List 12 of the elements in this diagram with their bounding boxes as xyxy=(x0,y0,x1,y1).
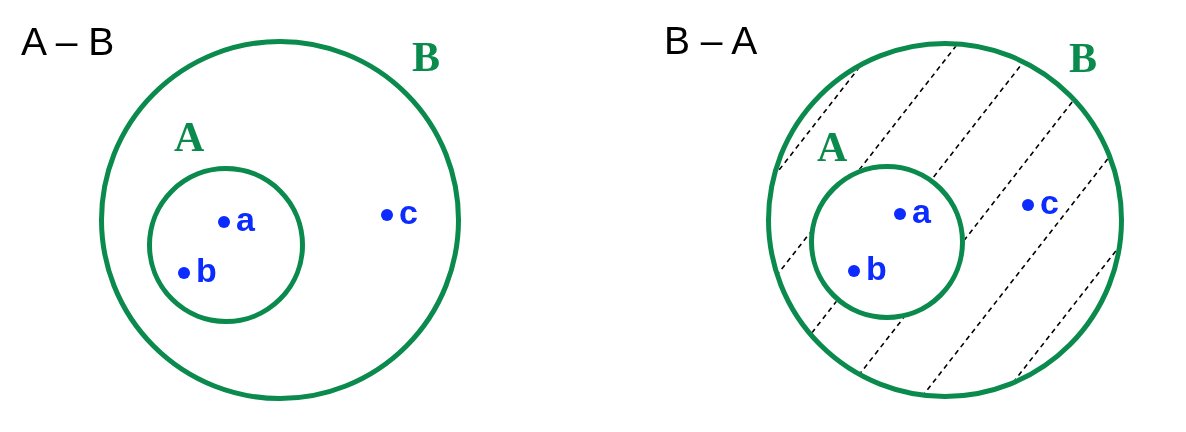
point-label: c xyxy=(399,195,418,229)
point-label: c xyxy=(1040,185,1059,219)
set-label: B xyxy=(1069,37,1097,79)
set-label: A xyxy=(817,126,848,168)
panel-title: A – B xyxy=(21,22,115,61)
point-label: a xyxy=(236,202,255,236)
point-label: b xyxy=(866,251,887,285)
point-label: b xyxy=(196,253,217,287)
set-label: A xyxy=(174,116,205,158)
panel-title: B – A xyxy=(664,21,758,60)
point-label: a xyxy=(912,194,931,228)
set-label: B xyxy=(412,36,440,78)
